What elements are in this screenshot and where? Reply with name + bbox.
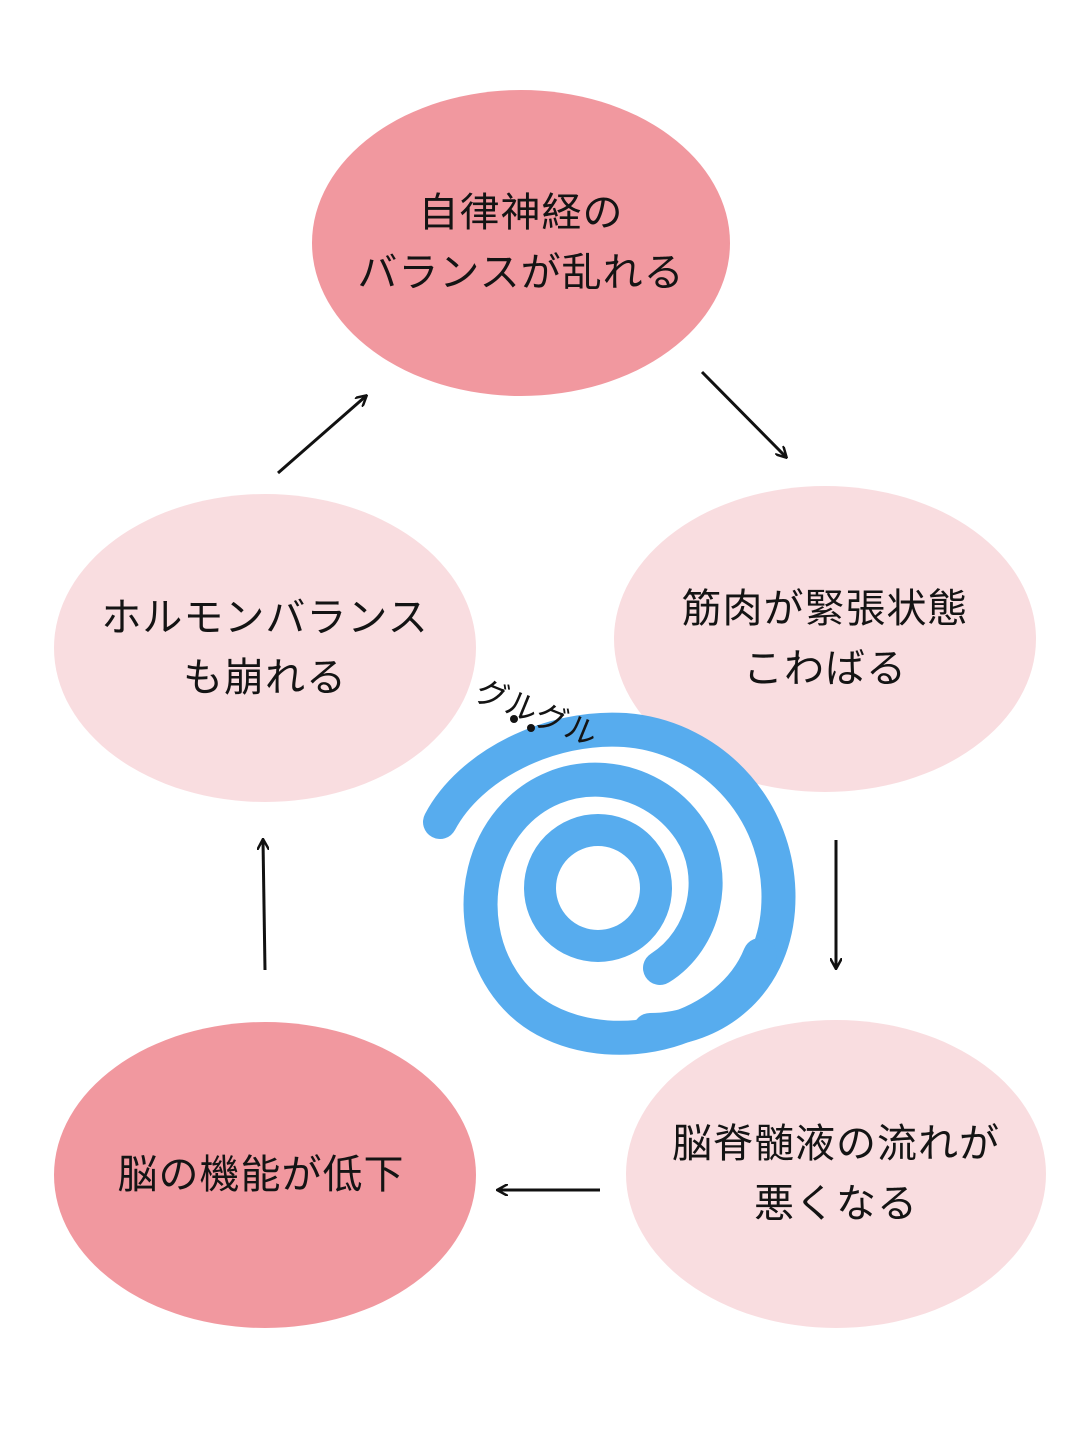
node-hormone-balance: ホルモンバランス も崩れる: [54, 494, 476, 802]
node-autonomic-nerve-line1: 自律神経の: [418, 190, 624, 236]
node-csf-flow-line2: 悪くなる: [754, 1181, 918, 1227]
spiral-icon: [423, 712, 796, 1055]
node-autonomic-nerve-line2: バランスが乱れる: [357, 250, 685, 296]
node-hormone-balance-line1: ホルモンバランス: [101, 595, 429, 641]
node-muscle-tension-line2: こわばる: [743, 646, 907, 692]
arrow-bottom-left-to-left: [263, 840, 265, 971]
node-muscle-tension-line1: 筋肉が緊張状態: [681, 586, 969, 632]
dot-2: [527, 724, 535, 732]
dot-1: [510, 715, 518, 723]
node-brain-function-line1: 脳の機能が低下: [117, 1152, 405, 1198]
node-brain-function: 脳の機能が低下: [54, 1022, 476, 1328]
node-csf-flow-line1: 脳脊髄液の流れが: [672, 1121, 1000, 1167]
node-autonomic-nerve: 自律神経の バランスが乱れる: [312, 90, 730, 396]
arrow-left-to-top: [277, 396, 366, 475]
node-csf-flow: 脳脊髄液の流れが 悪くなる: [626, 1020, 1046, 1328]
arrow-top-to-right: [700, 370, 786, 457]
node-hormone-balance-line2: も崩れる: [182, 655, 347, 701]
